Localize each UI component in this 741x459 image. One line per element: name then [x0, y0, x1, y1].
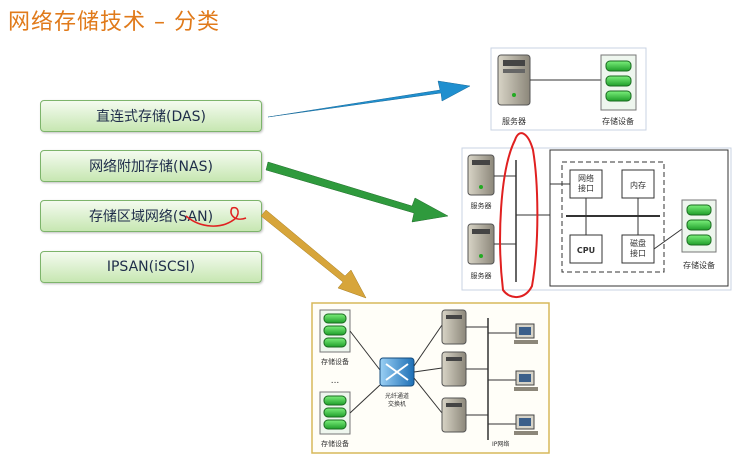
- san-arrow: [260, 209, 367, 299]
- nas-category[interactable]: 网络附加存储(NAS): [40, 150, 262, 182]
- server-icon: [467, 154, 495, 196]
- nas-disk-if-label: 磁盘接口: [630, 238, 646, 258]
- server-icon: [441, 309, 467, 345]
- nas-cpu-label: CPU: [577, 246, 595, 255]
- san-underline-annotation: [185, 206, 247, 227]
- san-switch-label: 光纤通道交换机: [385, 392, 409, 408]
- fc-switch-icon: [379, 357, 415, 387]
- san-ellipsis: ...: [331, 376, 340, 386]
- san-diagram: 存储设备 ... 存储设备 光纤通道交换机: [311, 302, 550, 454]
- storage-device-icon: [319, 309, 351, 353]
- das-category[interactable]: 直连式存储(DAS): [40, 100, 262, 132]
- page-title: 网络存储技术 – 分类: [8, 10, 220, 35]
- server-icon: [467, 223, 495, 265]
- das-server-label: 服务器: [502, 116, 526, 126]
- server-icon: [441, 397, 467, 433]
- computer-icon: [514, 414, 538, 435]
- server-icon: [441, 351, 467, 387]
- nas-server2-label: 服务器: [471, 271, 492, 280]
- computer-icon: [514, 323, 538, 344]
- nas-storage-label: 存储设备: [683, 260, 715, 270]
- das-storage-label: 存储设备: [602, 116, 634, 126]
- das-arrow: [267, 80, 471, 118]
- das-diagram: 服务器 存储设备: [490, 47, 647, 131]
- storage-device-icon: [600, 54, 637, 111]
- nas-memory-label: 内存: [630, 180, 646, 190]
- nas-net-if-label: 网络接口: [578, 173, 594, 193]
- storage-device-icon: [319, 391, 351, 435]
- san-storage2-label: 存储设备: [321, 439, 349, 448]
- san-storage1-label: 存储设备: [321, 357, 349, 366]
- nas-net-if-line: 网络: [578, 173, 594, 183]
- san-ip-label: IP网络: [492, 440, 509, 448]
- nas-server1-label: 服务器: [471, 201, 492, 210]
- storage-device-icon: [681, 199, 717, 253]
- san-category[interactable]: 存储区域网络(SAN): [40, 200, 262, 232]
- computer-icon: [514, 370, 538, 391]
- server-icon: [497, 54, 531, 106]
- ipsan-category[interactable]: IPSAN(iSCSI): [40, 251, 262, 283]
- red-annotation: [499, 132, 539, 298]
- nas-diagram: 服务器 服务器 网络接口 内存 CPU 磁盘接口 存储设备: [461, 132, 732, 298]
- nas-arrow: [265, 161, 449, 223]
